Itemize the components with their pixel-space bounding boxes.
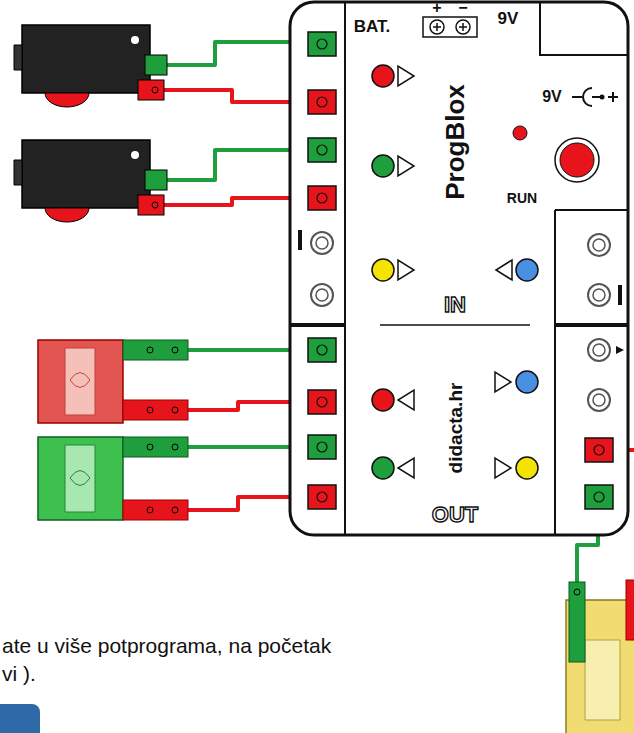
controller-board: BAT. 9V ProgBloxRUN IN didacta.hrOUT: [290, 2, 628, 535]
board-label: RUN: [507, 191, 537, 205]
board-label: ProgBlox: [442, 84, 468, 200]
board-label: 9V: [498, 10, 519, 27]
terminal-label: 9V: [542, 89, 562, 105]
terminal-label: +: [432, 0, 441, 16]
board-label: BAT.: [354, 18, 391, 35]
board-label: didacta.hr: [446, 383, 465, 474]
instruction-text: vi ).: [2, 663, 36, 684]
board-label: OUT: [432, 504, 478, 526]
instruction-text: ate u više potprograma, na početak: [2, 635, 331, 656]
board-label: IN: [444, 294, 466, 316]
terminal-label: −: [458, 0, 467, 16]
